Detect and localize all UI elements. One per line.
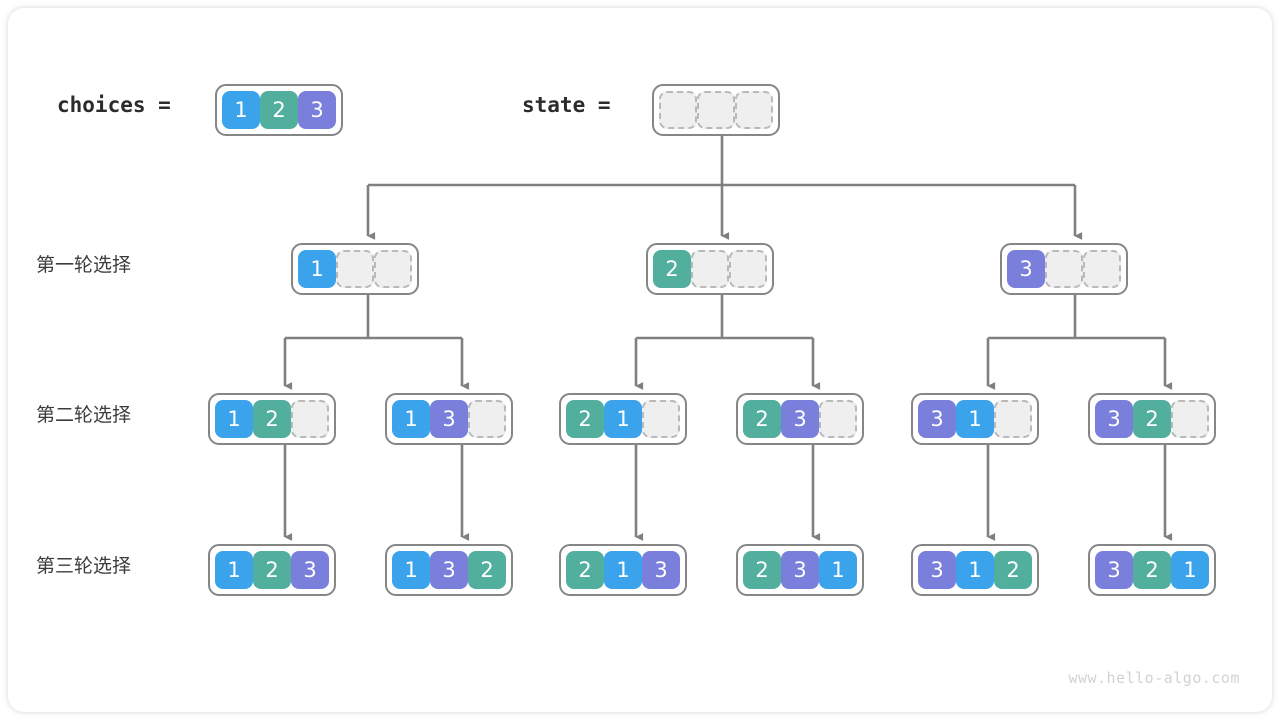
cell-value: 3 xyxy=(781,400,819,438)
cell-value: 2 xyxy=(260,91,298,129)
cell-value: 1 xyxy=(222,91,260,129)
cell-value: 3 xyxy=(1095,551,1133,589)
row-title-1: 第一轮选择 xyxy=(36,255,132,276)
cell-value: 2 xyxy=(1133,400,1171,438)
cell-value: 1 xyxy=(956,400,994,438)
cell-value: 3 xyxy=(430,400,468,438)
cell-empty xyxy=(819,400,857,438)
level1-node-1: 1 xyxy=(291,243,419,295)
cell-value: 1 xyxy=(298,250,336,288)
cell-value: 1 xyxy=(215,551,253,589)
level1-node-2: 2 xyxy=(646,243,774,295)
cell-value: 1 xyxy=(604,400,642,438)
cell-empty xyxy=(1171,400,1209,438)
cell-value: 3 xyxy=(918,400,956,438)
cell-value: 2 xyxy=(566,551,604,589)
cell-empty xyxy=(994,400,1032,438)
cell-empty xyxy=(697,91,735,129)
cell-empty xyxy=(336,250,374,288)
cell-value: 1 xyxy=(392,551,430,589)
cell-value: 2 xyxy=(253,551,291,589)
cell-value: 1 xyxy=(819,551,857,589)
cell-value: 1 xyxy=(956,551,994,589)
cell-value: 1 xyxy=(604,551,642,589)
cell-empty xyxy=(691,250,729,288)
cell-value: 2 xyxy=(743,551,781,589)
cell-value: 2 xyxy=(566,400,604,438)
cell-value: 3 xyxy=(1007,250,1045,288)
cell-empty xyxy=(468,400,506,438)
cell-empty xyxy=(729,250,767,288)
choices-label: choices = xyxy=(57,93,171,117)
cell-empty xyxy=(1083,250,1121,288)
cell-value: 3 xyxy=(918,551,956,589)
cell-value: 1 xyxy=(215,400,253,438)
cell-empty xyxy=(735,91,773,129)
cell-value: 1 xyxy=(392,400,430,438)
cell-empty xyxy=(291,400,329,438)
row-title-2: 第二轮选择 xyxy=(36,405,132,426)
cell-value: 3 xyxy=(298,91,336,129)
cell-value: 3 xyxy=(642,551,680,589)
diagram-frame xyxy=(8,8,1272,712)
level1-node-3: 3 xyxy=(1000,243,1128,295)
cell-empty xyxy=(659,91,697,129)
cell-value: 2 xyxy=(468,551,506,589)
cell-empty xyxy=(374,250,412,288)
cell-value: 3 xyxy=(1095,400,1133,438)
cell-value: 2 xyxy=(1133,551,1171,589)
cell-value: 2 xyxy=(994,551,1032,589)
cell-value: 3 xyxy=(781,551,819,589)
cell-value: 1 xyxy=(1171,551,1209,589)
cell-empty xyxy=(642,400,680,438)
row-title-3: 第三轮选择 xyxy=(36,556,132,577)
cell-empty xyxy=(1045,250,1083,288)
state-label: state = xyxy=(522,93,611,117)
cell-value: 3 xyxy=(430,551,468,589)
cell-value: 2 xyxy=(743,400,781,438)
cell-value: 2 xyxy=(253,400,291,438)
watermark: www.hello-algo.com xyxy=(1068,669,1240,687)
cell-value: 3 xyxy=(291,551,329,589)
cell-value: 2 xyxy=(653,250,691,288)
state-array xyxy=(652,84,780,136)
